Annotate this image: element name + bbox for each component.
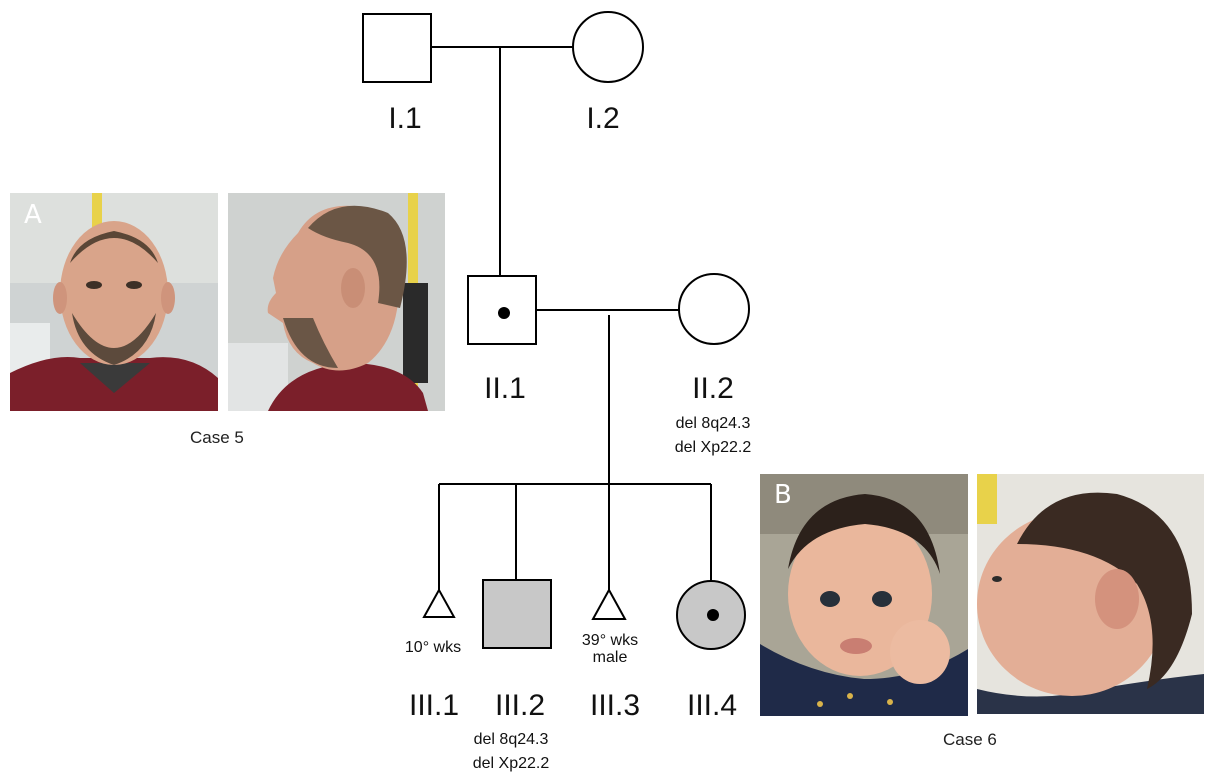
III1-label: III.1 — [409, 689, 459, 722]
case6-profile-photo — [977, 474, 1204, 714]
case5-caption: Case 5 — [190, 428, 244, 447]
II1-carrier-dot — [498, 307, 510, 319]
II2-label: II.2 — [692, 372, 734, 405]
II2-note-deletion-8q: del 8q24.3 — [676, 415, 751, 432]
III2-note-deletion-8q: del 8q24.3 — [474, 731, 549, 748]
case6-caption: Case 6 — [943, 730, 997, 749]
I2-label: I.2 — [586, 102, 619, 135]
panel-A-letter: A — [24, 200, 42, 230]
III1-note: 10° wks — [405, 639, 461, 656]
I2-female-circle — [572, 11, 644, 83]
case5-profile-photo — [228, 193, 445, 411]
case6-frontal-photo — [760, 474, 968, 716]
case5-frontal-photo — [10, 193, 218, 411]
II1-label: II.1 — [484, 372, 526, 405]
III2-affected-male-square — [482, 579, 552, 649]
III3-pregnancy-triangle — [591, 587, 627, 620]
III3-label: III.3 — [590, 689, 640, 722]
I1-male-square — [362, 13, 432, 83]
III1-pregnancy-triangle — [422, 587, 456, 618]
II2-note-deletion-xp: del Xp22.2 — [675, 439, 752, 456]
III4-label: III.4 — [687, 689, 737, 722]
panel-B-letter: B — [774, 480, 792, 510]
III2-note-deletion-xp: del Xp22.2 — [473, 755, 550, 772]
II2-female-circle — [678, 273, 750, 345]
III4-carrier-dot — [707, 609, 719, 621]
III2-label: III.2 — [495, 689, 545, 722]
I1-label: I.1 — [388, 102, 421, 135]
III3-note-weeks: 39° wks — [582, 632, 638, 649]
III3-note-sex: male — [593, 649, 628, 666]
